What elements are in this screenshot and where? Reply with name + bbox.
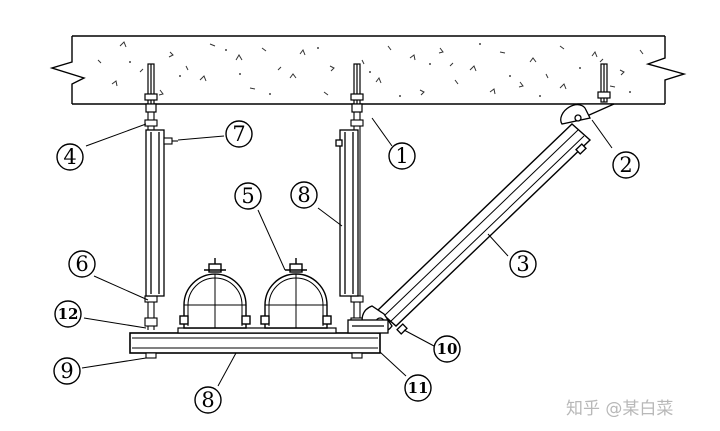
callout-2: 2 <box>612 151 640 179</box>
sleeve-clip-bolt <box>163 137 178 145</box>
pipe-saddle-strip <box>177 327 337 334</box>
callout-5-label: 5 <box>241 184 254 208</box>
callout-3: 3 <box>509 250 537 278</box>
callout-8-upper: 8 <box>290 181 318 209</box>
hinge-connector <box>347 305 408 335</box>
callout-11: 11 <box>404 374 432 402</box>
anchor-bolt-right <box>597 63 611 103</box>
channel-sleeve-middle <box>335 129 359 297</box>
pipe-left <box>179 258 251 329</box>
callout-1-label: 1 <box>395 144 408 168</box>
callout-6: 6 <box>68 250 96 278</box>
callout-12-label: 12 <box>58 305 79 323</box>
callout-12: 12 <box>54 300 82 328</box>
callout-7: 7 <box>225 120 253 148</box>
callout-11-label: 11 <box>408 379 429 397</box>
pipe-right <box>260 258 332 329</box>
leader-lines <box>81 117 613 387</box>
anchor-bolt-left <box>144 63 158 113</box>
callout-8-upper-label: 8 <box>297 183 310 207</box>
callout-8-lower: 8 <box>194 386 222 414</box>
callout-10-label: 10 <box>437 340 458 358</box>
callout-7-label: 7 <box>232 122 245 146</box>
callout-8-lower-label: 8 <box>201 388 214 412</box>
watermark: 知乎 @某白菜 <box>566 399 674 419</box>
callout-4: 4 <box>56 143 84 171</box>
callout-9: 9 <box>53 357 81 385</box>
callout-6-label: 6 <box>75 252 88 276</box>
horizontal-channel <box>129 332 381 359</box>
callout-1: 1 <box>388 142 416 170</box>
anchor-bolt-middle <box>350 63 364 113</box>
callout-4-label: 4 <box>63 145 76 169</box>
callout-9-label: 9 <box>60 359 73 383</box>
callout-5: 5 <box>234 182 262 210</box>
concrete-slab <box>49 35 687 105</box>
ceiling-bracket <box>560 103 615 125</box>
callout-2-label: 2 <box>619 153 632 177</box>
callout-10: 10 <box>433 335 461 363</box>
channel-sleeve-left <box>145 129 165 297</box>
diagonal-brace <box>376 123 592 327</box>
callout-3-label: 3 <box>516 252 529 276</box>
